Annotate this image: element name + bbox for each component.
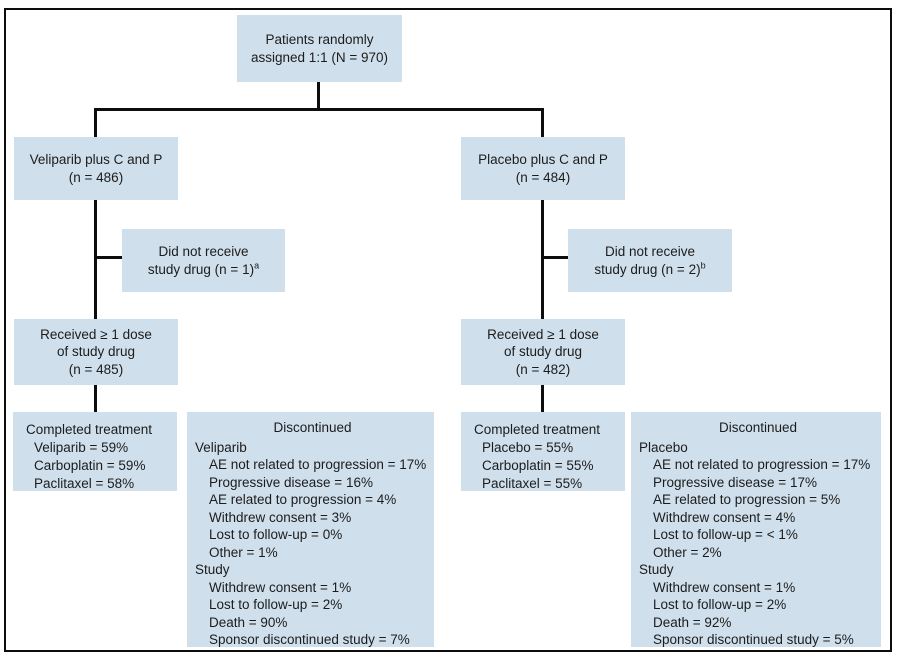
assigned-placebo-line1: Placebo plus C and P bbox=[478, 152, 608, 168]
connector-right-notreceived-stub bbox=[541, 256, 569, 259]
discontinued-placebo-drug-item: AE not related to progression = 17% bbox=[653, 457, 871, 472]
discontinued-placebo-study-item: Lost to follow-up = 2% bbox=[653, 597, 787, 612]
discontinued-placebo-study-item: Sponsor discontinued study = 5% bbox=[653, 632, 854, 647]
completed-veliparib-item: Carboplatin = 59% bbox=[34, 458, 146, 474]
completed-placebo-title: Completed treatment bbox=[474, 422, 601, 437]
discontinued-veliparib-drug-item: Withdrew consent = 3% bbox=[209, 509, 352, 525]
footnote-mark-b: b bbox=[700, 260, 706, 270]
discontinued-veliparib-drug-item: Progressive disease = 16% bbox=[209, 474, 373, 490]
discontinued-veliparib-drug-item: Other = 1% bbox=[209, 544, 278, 560]
connector-left-arm-down bbox=[94, 108, 97, 137]
completed-box-veliparib: Completed treatment Veliparib = 59% Carb… bbox=[13, 412, 177, 491]
not-received-placebo-line1: Did not receive bbox=[604, 244, 696, 260]
completed-placebo-item: Paclitaxel = 55% bbox=[482, 476, 583, 492]
connector-right-arm-down bbox=[541, 108, 544, 137]
discontinued-placebo-study-header: Study bbox=[639, 562, 674, 577]
assigned-box-placebo: Placebo plus C and P (n = 484) bbox=[461, 137, 625, 200]
discontinued-placebo-drug-item: Lost to follow-up = < 1% bbox=[653, 527, 798, 542]
discontinued-placebo-study-item: Death = 92% bbox=[653, 614, 732, 630]
randomized-line1: Patients randomly bbox=[265, 32, 374, 48]
connector-right-assigned-received bbox=[541, 200, 544, 320]
connector-root-down bbox=[317, 82, 320, 109]
completed-placebo-item: Placebo = 55% bbox=[482, 440, 574, 456]
discontinued-box-veliparib: Discontinued Veliparib AE not related to… bbox=[187, 412, 434, 647]
completed-veliparib-item: Paclitaxel = 58% bbox=[34, 476, 135, 492]
discontinued-placebo-drug-item: Progressive disease = 17% bbox=[653, 474, 817, 490]
discontinued-placebo-study-item: Withdrew consent = 1% bbox=[653, 579, 796, 595]
connector-branch-horizontal bbox=[94, 108, 544, 111]
not-received-veliparib-line2: study drug (n = 1)a bbox=[122, 261, 285, 278]
received-placebo-line3: (n = 482) bbox=[515, 361, 571, 377]
not-received-box-placebo: Did not receive study drug (n = 2)b bbox=[568, 229, 732, 292]
assigned-box-veliparib: Veliparib plus C and P (n = 486) bbox=[14, 137, 178, 200]
received-box-placebo: Received ≥ 1 dose of study drug (n = 482… bbox=[461, 319, 625, 385]
assigned-veliparib-line1: Veliparib plus C and P bbox=[29, 152, 163, 168]
discontinued-veliparib-drug-item: AE not related to progression = 17% bbox=[209, 457, 427, 472]
connector-right-received-completed bbox=[541, 384, 544, 413]
discontinued-veliparib-drug-item: AE related to progression = 4% bbox=[209, 492, 397, 507]
connector-left-received-completed bbox=[94, 384, 97, 413]
discontinued-placebo-drug-item: Withdrew consent = 4% bbox=[653, 509, 796, 525]
discontinued-veliparib-study-item: Sponsor discontinued study = 7% bbox=[209, 632, 410, 647]
discontinued-veliparib-title: Discontinued bbox=[273, 420, 352, 435]
not-received-veliparib-line1: Did not receive bbox=[158, 244, 249, 260]
discontinued-placebo-drug-item: Other = 2% bbox=[653, 544, 722, 560]
assigned-veliparib-line2: (n = 486) bbox=[68, 169, 124, 185]
not-received-placebo-line2: study drug (n = 2)b bbox=[568, 261, 732, 278]
not-received-veliparib-line2-text: study drug (n = 1) bbox=[147, 261, 255, 277]
discontinued-placebo-title: Discontinued bbox=[718, 420, 798, 435]
discontinued-box-placebo: Discontinued Placebo AE not related to p… bbox=[631, 412, 881, 647]
discontinued-veliparib-study-item: Death = 90% bbox=[209, 614, 288, 630]
received-box-veliparib: Received ≥ 1 dose of study drug (n = 485… bbox=[14, 319, 178, 385]
randomized-box: Patients randomly assigned 1:1 (N = 970) bbox=[237, 15, 402, 82]
discontinued-veliparib-study-header: Study bbox=[195, 562, 230, 577]
discontinued-veliparib-drug-item: Lost to follow-up = 0% bbox=[209, 527, 343, 542]
discontinued-veliparib-study-item: Lost to follow-up = 2% bbox=[209, 597, 343, 612]
discontinued-placebo-drug-header: Placebo bbox=[639, 439, 688, 455]
received-placebo-line1: Received ≥ 1 dose bbox=[487, 327, 599, 343]
completed-veliparib-title: Completed treatment bbox=[26, 422, 153, 437]
footnote-mark-a: a bbox=[254, 260, 260, 270]
completed-veliparib-item: Veliparib = 59% bbox=[34, 440, 129, 456]
connector-left-notreceived-stub bbox=[94, 256, 122, 259]
discontinued-veliparib-study-item: Withdrew consent = 1% bbox=[209, 579, 352, 595]
discontinued-placebo-drug-item: AE related to progression = 5% bbox=[653, 492, 841, 507]
received-veliparib-line1: Received ≥ 1 dose bbox=[40, 327, 152, 343]
discontinued-veliparib-drug-header: Veliparib bbox=[195, 439, 247, 455]
completed-placebo-item: Carboplatin = 55% bbox=[482, 458, 594, 474]
randomized-line2: assigned 1:1 (N = 970) bbox=[251, 49, 388, 65]
not-received-placebo-line2-text: study drug (n = 2) bbox=[594, 261, 701, 277]
received-veliparib-line2: of study drug bbox=[56, 344, 136, 360]
assigned-placebo-line2: (n = 484) bbox=[515, 169, 571, 185]
completed-box-placebo: Completed treatment Placebo = 55% Carbop… bbox=[461, 412, 625, 491]
connector-left-assigned-received bbox=[94, 200, 97, 320]
not-received-box-veliparib: Did not receive study drug (n = 1)a bbox=[122, 229, 285, 292]
received-placebo-line2: of study drug bbox=[503, 344, 583, 360]
received-veliparib-line3: (n = 485) bbox=[68, 361, 124, 377]
